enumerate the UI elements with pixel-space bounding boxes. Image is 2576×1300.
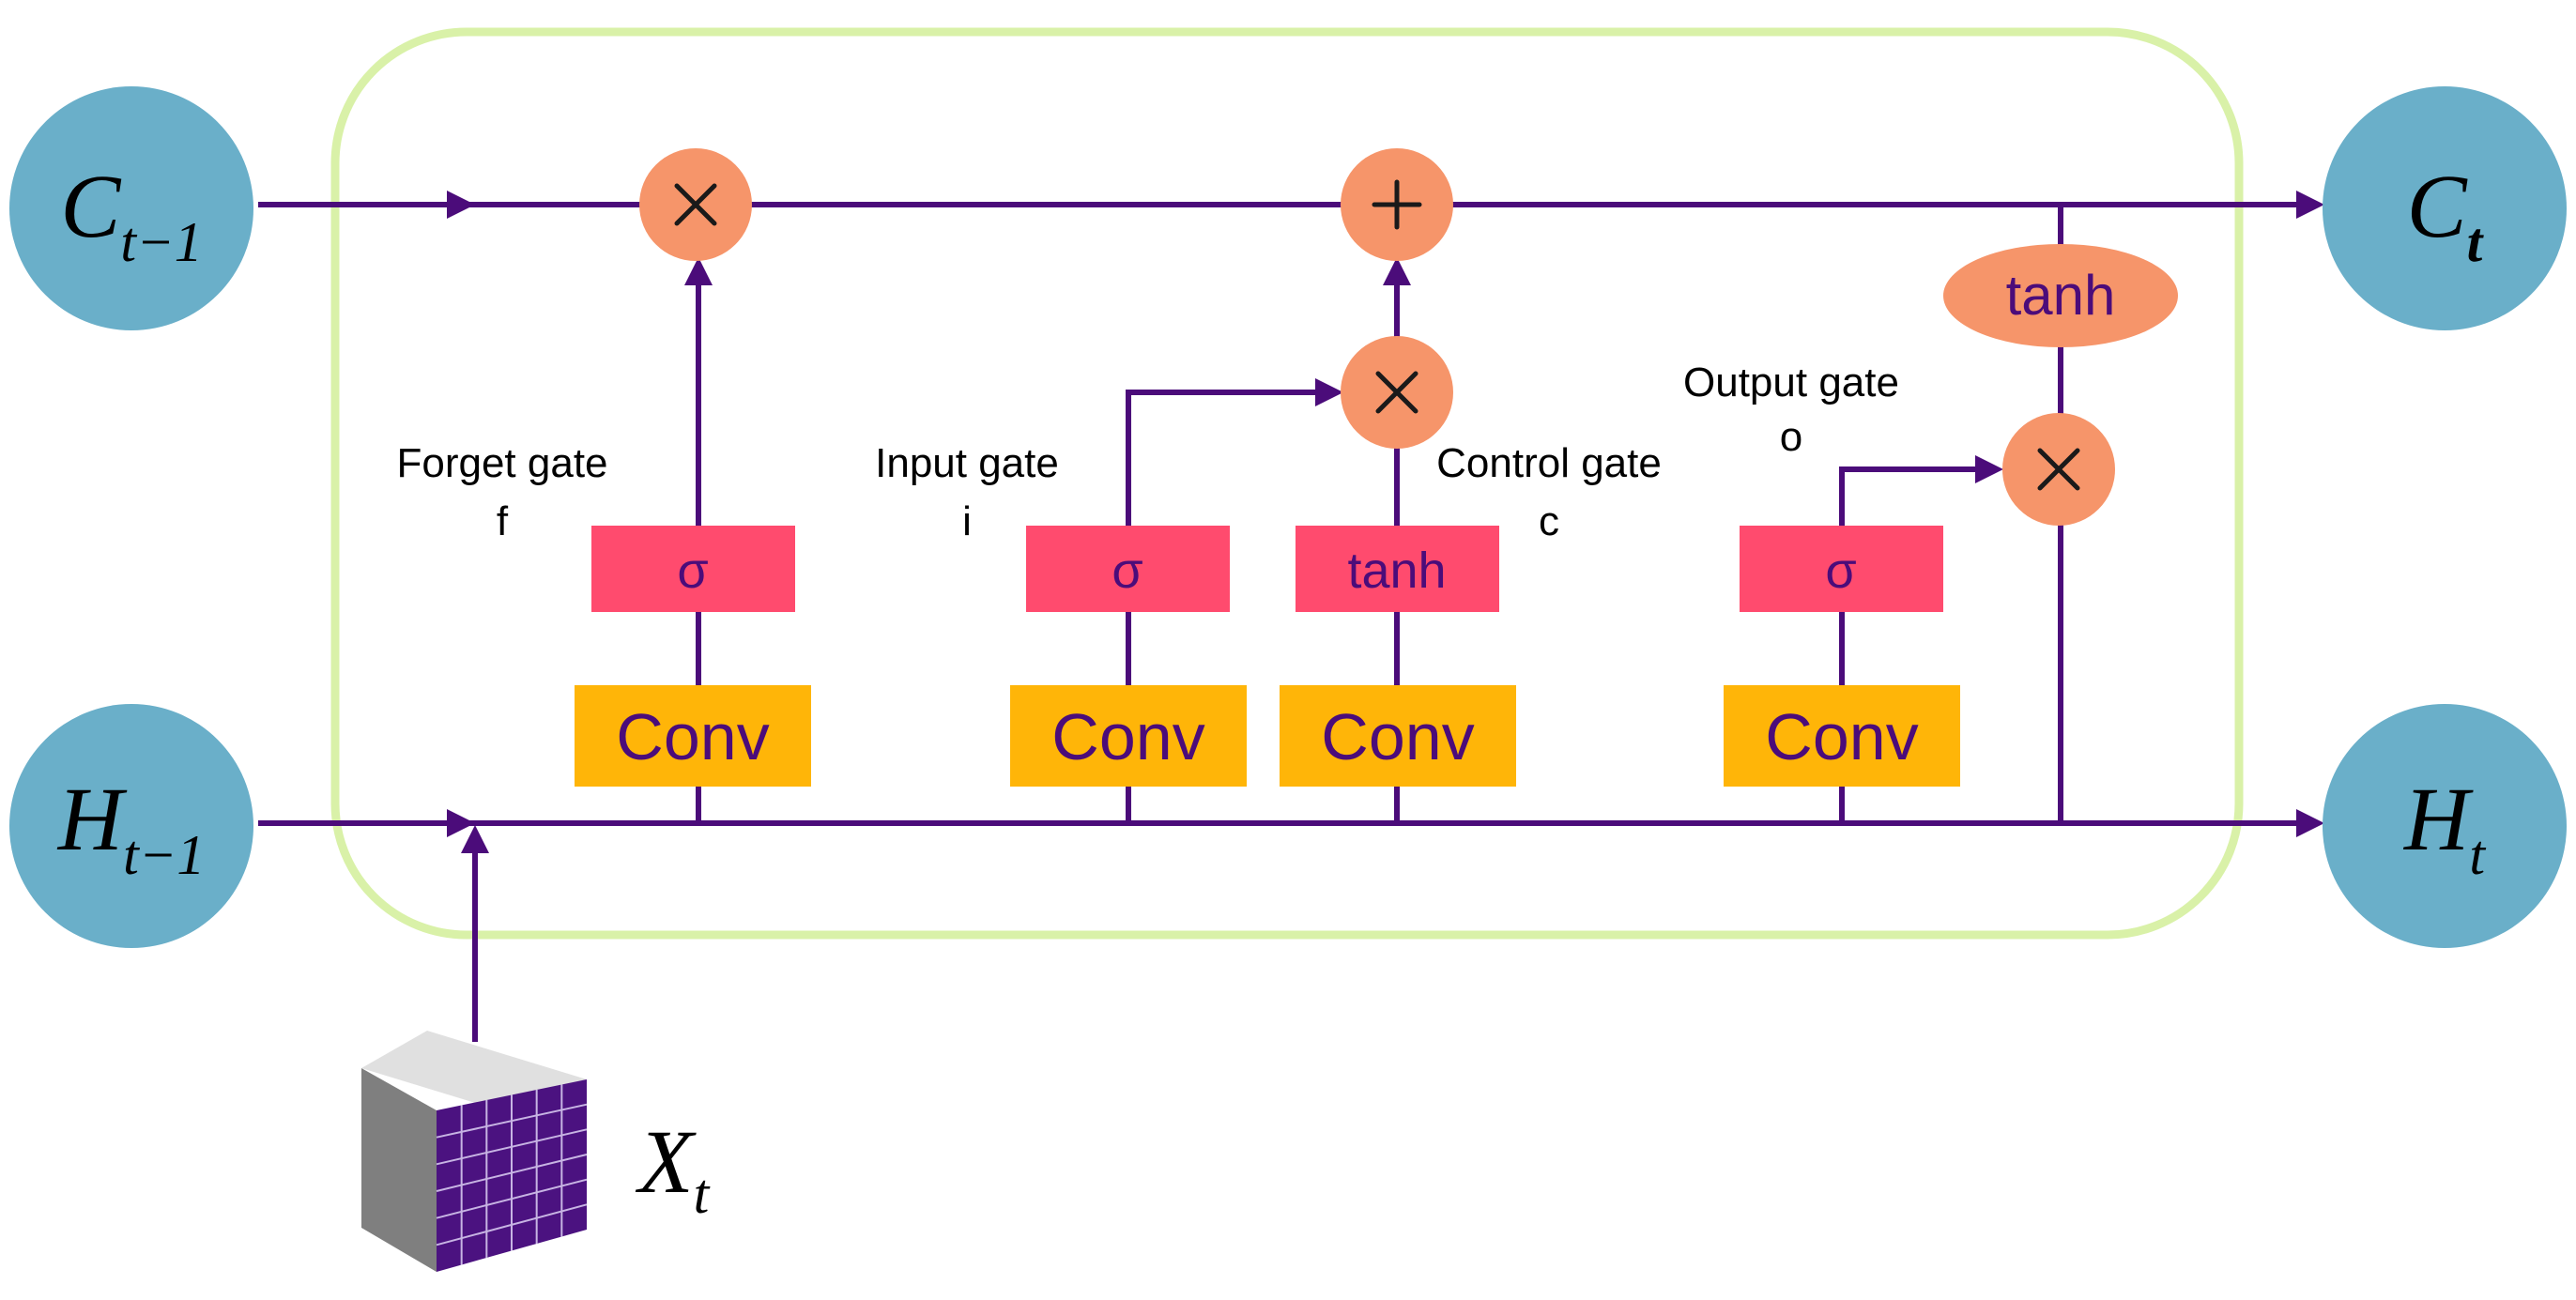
- c-next-node: Ct: [2323, 86, 2567, 330]
- input-path: [1126, 378, 1343, 823]
- input-conv-box: [1010, 685, 1247, 787]
- forget-multiply-node: [639, 148, 752, 261]
- cell-boundary: [330, 27, 2244, 940]
- svg-text:Ct−1: Ct−1: [60, 156, 202, 273]
- input-multiply-node: [1341, 336, 1453, 449]
- h-prev-base: H: [56, 769, 128, 869]
- h-next-sub: t: [2469, 824, 2486, 886]
- control-tanh-box: [1296, 526, 1499, 612]
- h-next-base: H: [2402, 769, 2474, 869]
- input-conv-label: Conv: [1051, 700, 1204, 773]
- output-conv-box: [1724, 685, 1960, 787]
- output-gate-symbol: o: [1780, 414, 1802, 460]
- forget-sigma-box: [591, 526, 795, 612]
- control-gate-label: Control gate: [1436, 440, 1662, 486]
- input-activation: σ: [1112, 543, 1142, 599]
- input-gate-symbol: i: [962, 498, 972, 544]
- control-gate-symbol: c: [1539, 498, 1559, 544]
- cell-add-node: [1341, 148, 1453, 261]
- input-sigma-box: [1026, 526, 1230, 612]
- x-input-sub: t: [694, 1163, 711, 1225]
- c-prev-base: C: [60, 156, 121, 256]
- multiply-icon: [1375, 371, 1418, 414]
- c-prev-node: Ct−1: [9, 86, 253, 330]
- control-activation: tanh: [1347, 543, 1446, 599]
- c-next-sub: t: [2467, 211, 2485, 273]
- multiply-icon: [2037, 448, 2080, 491]
- c-prev-sub: t−1: [120, 211, 202, 273]
- svg-text:Ht: Ht: [2402, 769, 2486, 886]
- input-tensor-cube-icon: [361, 1031, 588, 1272]
- forget-conv-box: [575, 685, 811, 787]
- x-input-base: X: [635, 1111, 697, 1212]
- output-activation: σ: [1825, 543, 1856, 599]
- forget-gate-symbol: f: [497, 498, 509, 544]
- cell-tanh-label: tanh: [2006, 264, 2116, 327]
- cell-tanh-node: [1943, 244, 2178, 347]
- h-next-node: Ht: [2323, 704, 2567, 948]
- c-next-base: C: [2407, 156, 2468, 256]
- output-multiply-node: [2002, 413, 2115, 526]
- add-icon: [1372, 179, 1422, 230]
- svg-text:Ht−1: Ht−1: [56, 769, 206, 886]
- h-prev-sub: t−1: [123, 824, 205, 886]
- x-input-label: Xt: [635, 1111, 711, 1225]
- forget-conv-label: Conv: [616, 700, 769, 773]
- control-conv-box: [1280, 685, 1516, 787]
- multiply-icon: [674, 183, 717, 226]
- svg-text:Ct: Ct: [2407, 156, 2485, 273]
- output-gate-label: Output gate: [1683, 359, 1899, 405]
- input-gate-label: Input gate: [875, 440, 1059, 486]
- forget-gate-label: Forget gate: [396, 440, 607, 486]
- output-conv-label: Conv: [1765, 700, 1918, 773]
- h-prev-node: Ht−1: [9, 704, 253, 948]
- control-conv-label: Conv: [1321, 700, 1474, 773]
- output-sigma-box: [1740, 526, 1943, 612]
- forget-activation: σ: [677, 543, 708, 599]
